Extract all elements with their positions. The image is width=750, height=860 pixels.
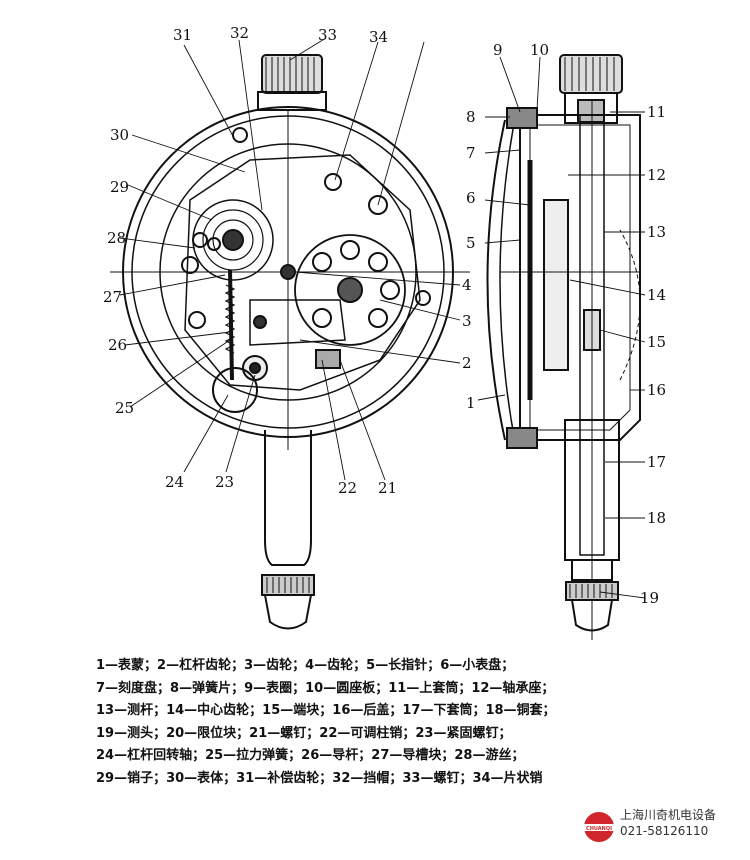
callout-17: 17 xyxy=(647,453,666,471)
callout-8: 8 xyxy=(466,108,476,126)
callout-1: 1 xyxy=(466,394,476,412)
callout-2: 2 xyxy=(462,354,472,372)
callout-32: 33 xyxy=(318,26,337,44)
callout-11: 11 xyxy=(647,103,666,121)
callout-30: 31 xyxy=(173,26,192,44)
callout-labels-side: 5 6 7 8 9 10 11 12 13 14 15 16 17 18 19 xyxy=(466,41,666,607)
front-view xyxy=(110,54,470,630)
callout-23: 24 xyxy=(165,473,184,491)
callout-9: 9 xyxy=(493,41,503,59)
callout-10: 10 xyxy=(530,41,549,59)
legend-row: 13—测杆；14—中心齿轮；15—端块；16—后盖；17—下套筒；18—铜套； xyxy=(96,703,556,718)
side-view xyxy=(486,54,641,640)
callout-27: 28 xyxy=(107,229,126,247)
callout-16: 16 xyxy=(647,381,666,399)
callout-24: 25 xyxy=(115,399,134,417)
callout-14: 14 xyxy=(647,286,666,304)
legend-row: 19—测头；20—限位块；21—螺钉；22—可调柱销；23—紧固螺钉； xyxy=(96,725,512,741)
brand-phone: 021-58126110 xyxy=(620,824,709,838)
callout-labels-front: 31 32 33 34 30 29 28 27 26 25 24 23 22 2… xyxy=(103,24,476,497)
brand-company: 上海川奇机电设备 xyxy=(620,808,717,822)
callout-33: 34 xyxy=(369,28,388,46)
callout-22: 23 xyxy=(215,473,234,491)
callout-21: 22 xyxy=(338,479,357,497)
callout-28: 29 xyxy=(110,178,129,196)
callout-6: 6 xyxy=(466,189,476,207)
callout-5: 5 xyxy=(466,234,476,252)
callout-4: 4 xyxy=(462,276,472,294)
callout-15: 15 xyxy=(647,333,666,351)
callout-25: 26 xyxy=(108,336,127,354)
callout-7: 7 xyxy=(466,144,476,162)
knurl-19a xyxy=(261,574,315,596)
brand-watermark: CHUANQI 上海川奇机电设备 021-58126110 xyxy=(582,804,748,856)
callout-29: 30 xyxy=(110,126,129,144)
legend-row: 24—杠杆回转轴；25—拉力弹簧；26—导杆；27—导槽块；28—游丝； xyxy=(96,748,525,763)
legend-row: 7—刻度盘；8—弹簧片；9—表圈；10—圆座板；11—上套筒；12—轴承座； xyxy=(96,680,555,696)
brand-logo-text: CHUANQI xyxy=(586,826,612,832)
legend-row: 29—销子；30—表体；31—补偿齿轮；32—挡帽；33—螺钉；34—片状销 xyxy=(96,770,543,786)
legend-row: 1—表蒙；2—杠杆齿轮；3—齿轮；4—齿轮；5—长指针；6—小表盘； xyxy=(96,658,515,673)
leader-lines xyxy=(119,37,646,599)
cap-32 xyxy=(261,54,323,94)
callout-31: 32 xyxy=(230,24,249,42)
brand-logo-icon: CHUANQI xyxy=(584,812,614,842)
callout-20: 21 xyxy=(378,479,397,497)
callout-3: 3 xyxy=(462,312,472,330)
callout-13: 13 xyxy=(647,223,666,241)
callout-12: 12 xyxy=(647,166,666,184)
callout-26: 27 xyxy=(103,288,122,306)
callout-18: 18 xyxy=(647,509,666,527)
parts-legend: 1—表蒙；2—杠杆齿轮；3—齿轮；4—齿轮；5—长指针；6—小表盘； 7—刻度盘… xyxy=(96,655,656,790)
callout-19: 19 xyxy=(640,589,659,607)
